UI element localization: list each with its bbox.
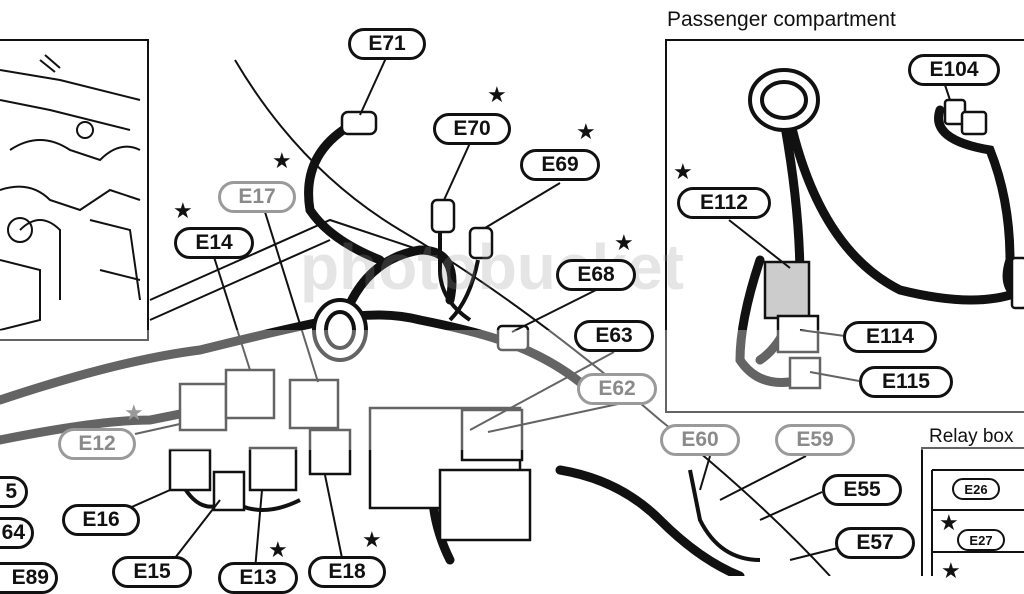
label-e69: E69 (520, 149, 600, 181)
label-e16: E16 (62, 504, 140, 536)
star-icon: ★ (272, 148, 292, 173)
label-e115: E115 (859, 366, 953, 398)
star-icon: ★ (173, 198, 193, 223)
label-e5-partial: 5 (0, 476, 28, 508)
relay-box-title: Relay box (929, 426, 1014, 447)
star-icon: ★ (362, 527, 382, 552)
star-icon: ★ (576, 119, 596, 144)
label-e26: E26 (952, 478, 1000, 500)
star-icon: ★ (614, 230, 634, 255)
passenger-compartment-title: Passenger compartment (667, 8, 896, 31)
label-e55: E55 (822, 474, 902, 506)
label-e60: E60 (660, 424, 740, 456)
connector-icon (340, 98, 1024, 352)
passenger-compartment-frame (665, 39, 1024, 413)
relay-cluster (168, 368, 532, 542)
star-icon: ★ (124, 400, 144, 425)
label-e114: E114 (843, 321, 937, 353)
label-e71: E71 (348, 28, 426, 60)
engine-illustration (0, 39, 149, 341)
label-e63: E63 (574, 320, 654, 352)
star-icon: ★ (487, 82, 507, 107)
label-e59: E59 (775, 424, 855, 456)
label-e89-partial: E89 (0, 562, 58, 594)
label-e104: E104 (908, 54, 1000, 86)
label-e14: E14 (174, 227, 254, 259)
label-e64-partial: 64 (0, 517, 34, 549)
label-e18: E18 (308, 556, 386, 588)
star-icon: ★ (268, 537, 288, 562)
label-e12: E12 (58, 428, 136, 460)
label-e13: E13 (218, 562, 298, 594)
grommet-icon (312, 68, 820, 362)
leader-lines (124, 57, 951, 571)
star-icon: ★ (939, 510, 959, 535)
star-icon: ★ (941, 558, 961, 583)
label-e15: E15 (112, 556, 192, 588)
label-e17: E17 (218, 181, 296, 213)
star-icon: ★ (673, 159, 693, 184)
wiring-diagram (0, 39, 1024, 576)
relay-box-frame (921, 447, 1024, 576)
label-e68: E68 (556, 259, 636, 291)
label-e57: E57 (835, 527, 915, 559)
label-e112: E112 (677, 187, 771, 219)
label-e62: E62 (577, 373, 657, 405)
label-e70: E70 (433, 113, 511, 145)
label-e27: E27 (957, 529, 1005, 551)
